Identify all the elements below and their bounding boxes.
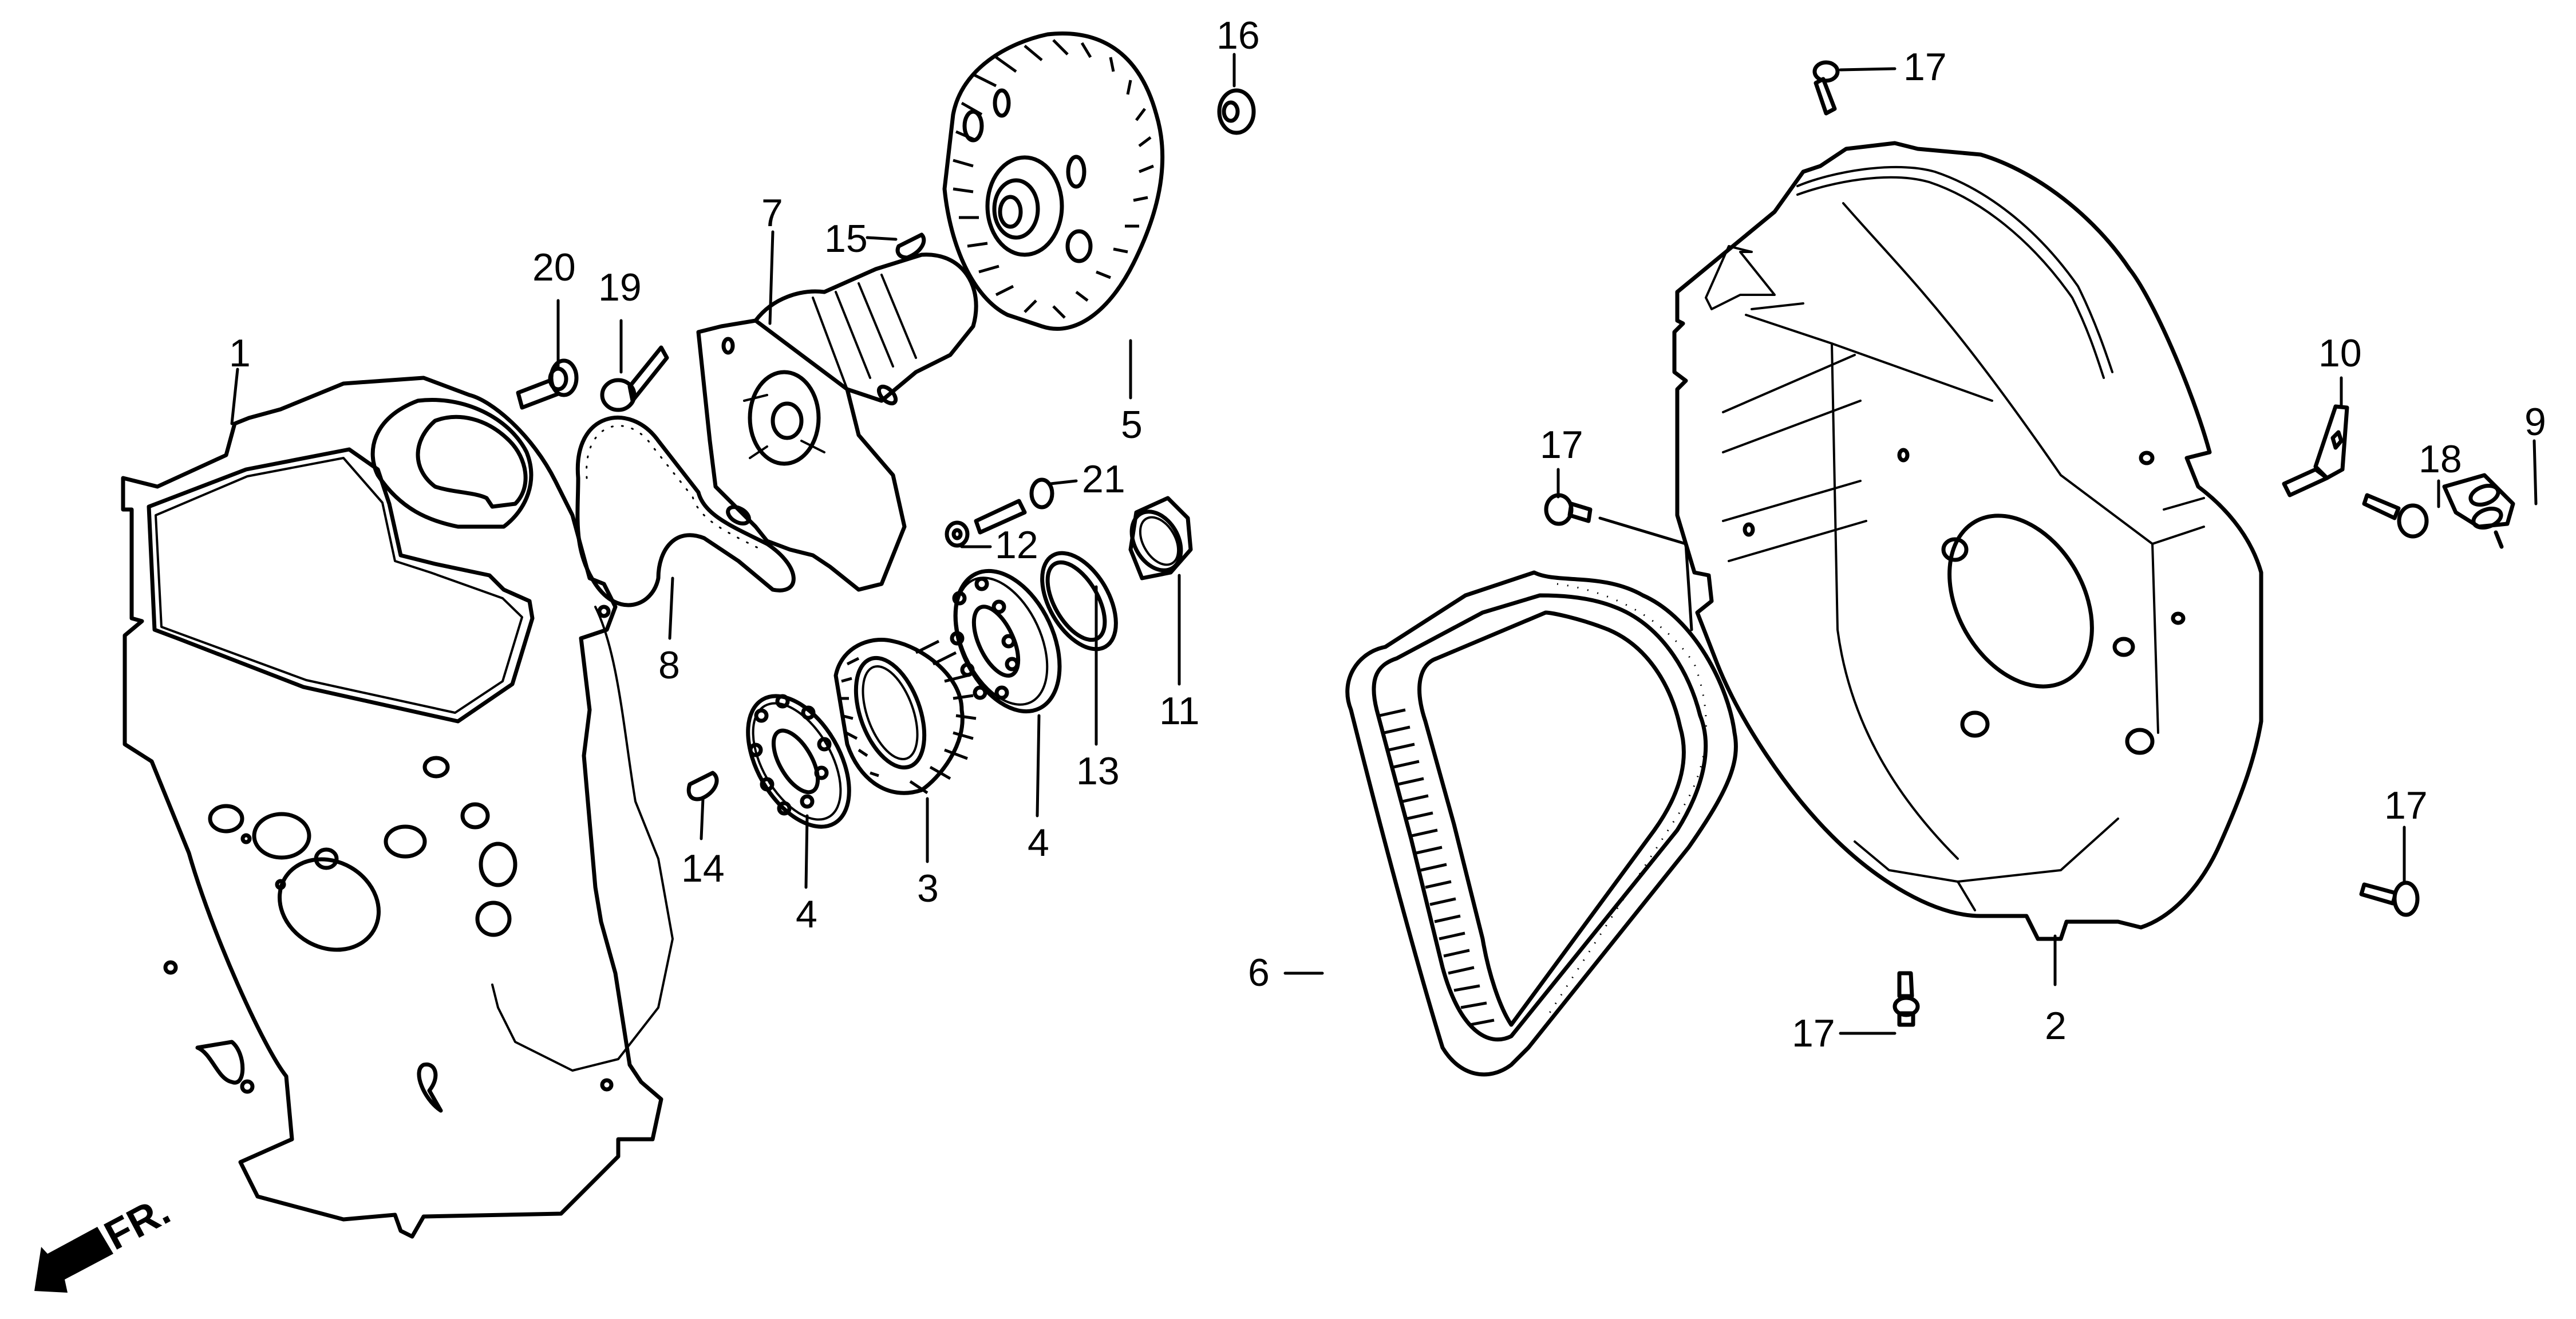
part-4-guide-plate-right <box>950 568 1062 714</box>
callout-14[interactable]: 14 <box>681 847 725 890</box>
callout-16[interactable]: 16 <box>1216 14 1260 57</box>
part-5-camshaft-pulley <box>942 31 1165 331</box>
part-7-oil-pump <box>696 252 978 592</box>
callout-3[interactable]: 3 <box>917 867 939 910</box>
leader-lines <box>230 53 2538 1035</box>
part-6-timing-belt <box>1345 570 1738 1077</box>
callout-20[interactable]: 20 <box>532 246 576 289</box>
callout-7[interactable]: 7 <box>761 191 783 235</box>
callout-17-left[interactable]: 17 <box>1540 423 1583 467</box>
part-17-bolt-top <box>1812 60 1840 116</box>
callout-2[interactable]: 2 <box>2045 1004 2067 1048</box>
callout-17-bottom[interactable]: 17 <box>1792 1012 1835 1055</box>
leader-9 <box>2532 439 2538 506</box>
part-20-bolt <box>516 358 579 410</box>
leader-17-top <box>1839 67 1897 72</box>
part-17-bolt-left <box>1544 493 1593 526</box>
leader-14 <box>700 797 705 840</box>
callout-10[interactable]: 10 <box>2318 331 2362 375</box>
callout-6[interactable]: 6 <box>1248 951 1270 994</box>
leader-1 <box>230 368 239 425</box>
front-direction-indicator: FR. <box>34 1187 177 1293</box>
part-17-bolt-right <box>2359 880 2420 917</box>
part-3-crank-pulley <box>833 638 977 795</box>
leader-21 <box>1049 479 1078 485</box>
leader-8 <box>668 576 674 640</box>
callout-17-top[interactable]: 17 <box>1903 45 1947 89</box>
part-15-key <box>895 232 926 260</box>
part-4-guide-plate-left <box>746 694 851 829</box>
callout-9[interactable]: 9 <box>2524 400 2546 444</box>
leader-17-left-to-cover <box>1598 516 1693 631</box>
callout-18[interactable]: 18 <box>2419 437 2462 481</box>
callout-11[interactable]: 11 <box>1159 689 1200 733</box>
leader-4a <box>1036 714 1041 818</box>
part-12-washer <box>945 520 970 548</box>
arrow-down-left-icon <box>34 1227 113 1293</box>
part-16-nut <box>1217 88 1256 135</box>
callout-8[interactable]: 8 <box>658 643 680 687</box>
callout-17-right[interactable]: 17 <box>2384 784 2428 827</box>
part-11-lock-nut <box>1128 496 1193 580</box>
leader-4b <box>804 814 809 889</box>
callout-21[interactable]: 21 <box>1082 457 1125 501</box>
leader-7 <box>768 230 775 325</box>
part-1-back-cover <box>121 376 674 1239</box>
callout-13[interactable]: 13 <box>1076 749 1120 793</box>
callout-4-left[interactable]: 4 <box>796 893 817 936</box>
part-17-bolt-bottom <box>1893 971 1920 1027</box>
part-10-bracket <box>2282 404 2349 497</box>
callout-15[interactable]: 15 <box>824 217 868 260</box>
callout-1[interactable]: 1 <box>229 331 251 375</box>
callout-labels: 1 2 3 4 4 5 6 7 8 9 10 11 12 13 14 15 16… <box>229 14 2546 1055</box>
part-9-clamp <box>2442 473 2515 549</box>
leader-15 <box>866 236 898 241</box>
part-2-upper-cover <box>1672 141 2263 941</box>
part-19-bolt <box>600 345 669 412</box>
part-21-bolt <box>974 477 1054 535</box>
callout-19[interactable]: 19 <box>598 266 642 309</box>
part-18-bolt <box>2362 493 2429 539</box>
callout-12[interactable]: 12 <box>995 523 1038 567</box>
part-14-key <box>686 771 719 801</box>
part-8-gasket <box>575 415 796 607</box>
callout-4-right[interactable]: 4 <box>1028 821 1049 864</box>
callout-5[interactable]: 5 <box>1121 403 1143 447</box>
part-13-lock-washer <box>1040 551 1118 651</box>
